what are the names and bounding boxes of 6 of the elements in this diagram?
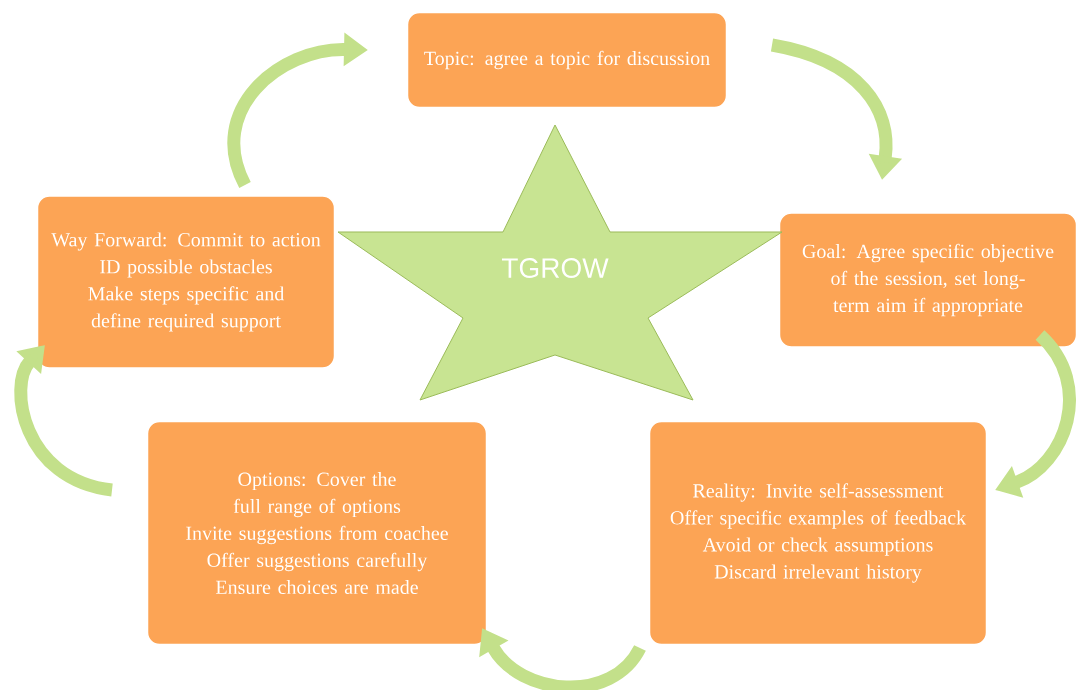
process-box: Way Forward: Commit to action ID possible obstacles Make steps specific and define required support	[36, 195, 336, 369]
process-box: Reality: Invite self-assessment Offer specific examples of feedback Avoid or check assumptions Discard irrelevant history	[648, 420, 988, 646]
process-box: Goal: Agree specific objective of the session, set long-term aim if appropriate	[778, 212, 1077, 348]
process-box: Topic: agree a topic for discussion	[406, 11, 728, 109]
curved-arrow	[14, 345, 114, 497]
process-box: Options: Cover the full range of options Invite suggestions from coachee Offer suggestions carefully Ensure choices are made	[146, 420, 488, 646]
